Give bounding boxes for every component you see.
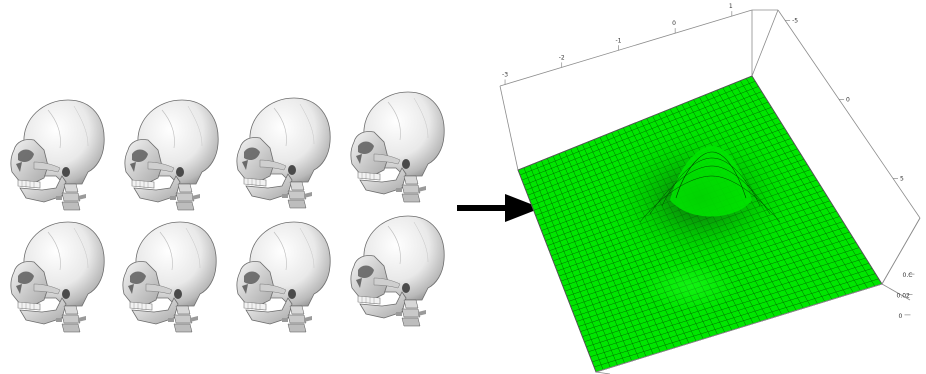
- tick-label: -1: [615, 37, 621, 44]
- z-axis-ticks: 0.C 0.02 0: [897, 272, 915, 320]
- skull-image: [4, 92, 108, 216]
- skull-image: [116, 214, 220, 338]
- tick-label: 0.02: [897, 293, 911, 300]
- skull-image: [344, 84, 448, 208]
- skull-image: [230, 90, 334, 214]
- green-surface: [518, 76, 882, 372]
- tick-label: 0: [672, 20, 676, 27]
- tick-label: 0.C: [903, 272, 913, 279]
- tick-label: -5: [792, 17, 798, 24]
- skull-image: [4, 214, 108, 338]
- tick-label: 5: [900, 175, 904, 182]
- skull-image: [230, 214, 334, 338]
- tick-label: 0: [846, 96, 850, 103]
- surface-plot: -3 -2 -1 0 1 -5 0 5 0.C 0.02 0: [490, 0, 926, 374]
- tick-label: -3: [502, 71, 508, 78]
- tick-label: 0: [899, 313, 903, 320]
- tick-label: 1: [729, 3, 733, 10]
- skull-image: [344, 208, 448, 332]
- tick-label: -2: [559, 54, 565, 61]
- skull-image: [118, 92, 222, 216]
- x-axis-ticks: -3 -2 -1 0 1: [502, 3, 733, 84]
